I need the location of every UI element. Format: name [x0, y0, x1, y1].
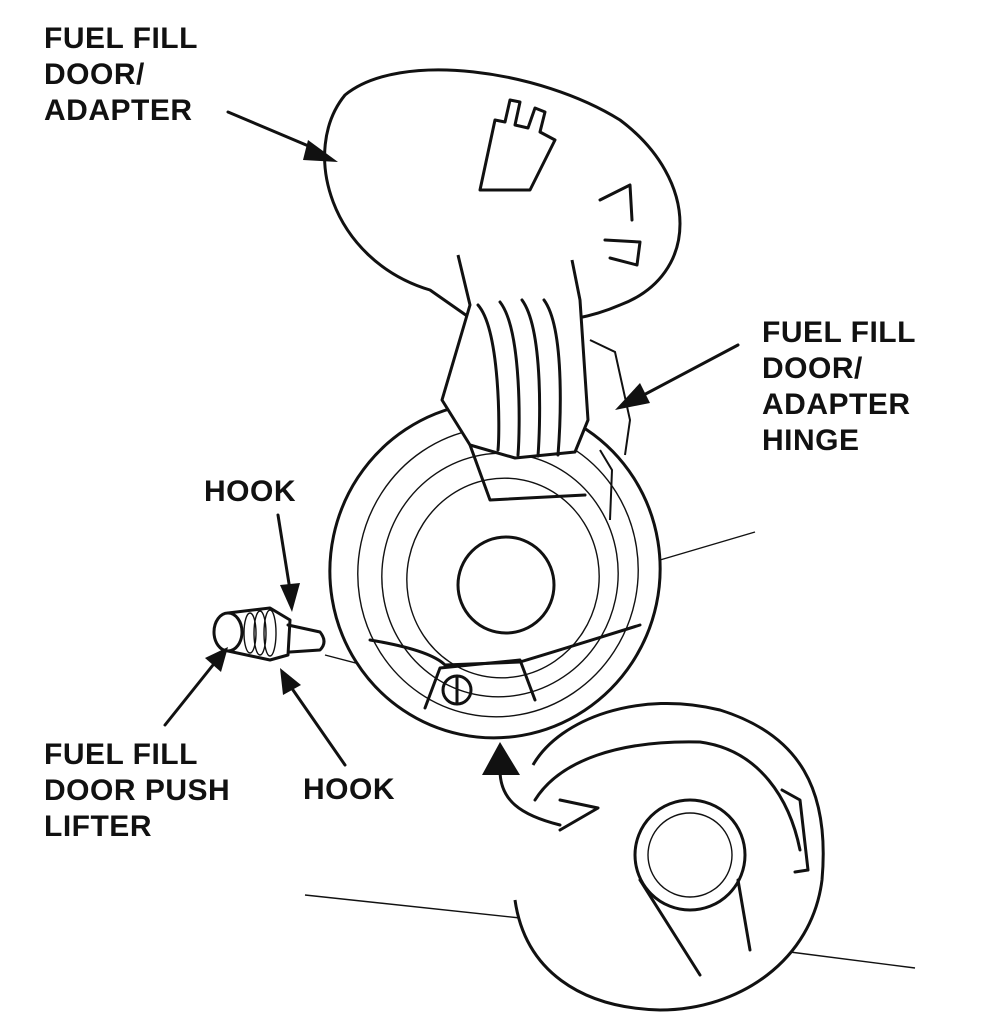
label-line: FUEL FILL: [44, 22, 198, 55]
label-fuel-fill-door: FUEL FILL DOOR/ ADAPTER: [44, 21, 198, 129]
leader-arrow-hook-bottom: [280, 668, 347, 767]
filler-neck-opening: [456, 535, 556, 635]
label-line: DOOR PUSH: [44, 774, 231, 807]
reference-line: [659, 531, 756, 561]
label-line: ADAPTER: [44, 94, 193, 127]
label-line: HOOK: [204, 475, 296, 508]
label-line: FUEL FILL: [44, 738, 198, 771]
reference-line: [789, 951, 916, 969]
inset-curved-arrow: [498, 768, 562, 827]
inset-filler-neck: [633, 798, 747, 912]
reference-line: [304, 894, 521, 919]
leader-arrow-hook-top: [276, 513, 300, 612]
label-line: HINGE: [762, 424, 860, 457]
leader-arrow-door: [226, 110, 338, 162]
leader-arrow-hinge: [615, 343, 740, 410]
leader-arrow-lifter: [163, 647, 228, 727]
label-push-lifter: FUEL FILL DOOR PUSH LIFTER: [44, 737, 230, 845]
label-line: LIFTER: [44, 810, 152, 843]
inset-detail: [513, 702, 825, 1012]
push-lifter: [212, 606, 326, 662]
label-hook-bottom: HOOK: [303, 772, 395, 808]
label-fuel-fill-door-hinge: FUEL FILL DOOR/ ADAPTER HINGE: [762, 315, 916, 459]
label-hook-top: HOOK: [204, 474, 296, 510]
label-line: HOOK: [303, 773, 395, 806]
fuel-fill-door: [323, 68, 682, 502]
label-line: FUEL FILL: [762, 316, 916, 349]
inset-curved-arrow-head: [482, 742, 520, 775]
label-line: ADAPTER: [762, 388, 911, 421]
label-line: DOOR/: [44, 58, 145, 91]
label-line: DOOR/: [762, 352, 863, 385]
